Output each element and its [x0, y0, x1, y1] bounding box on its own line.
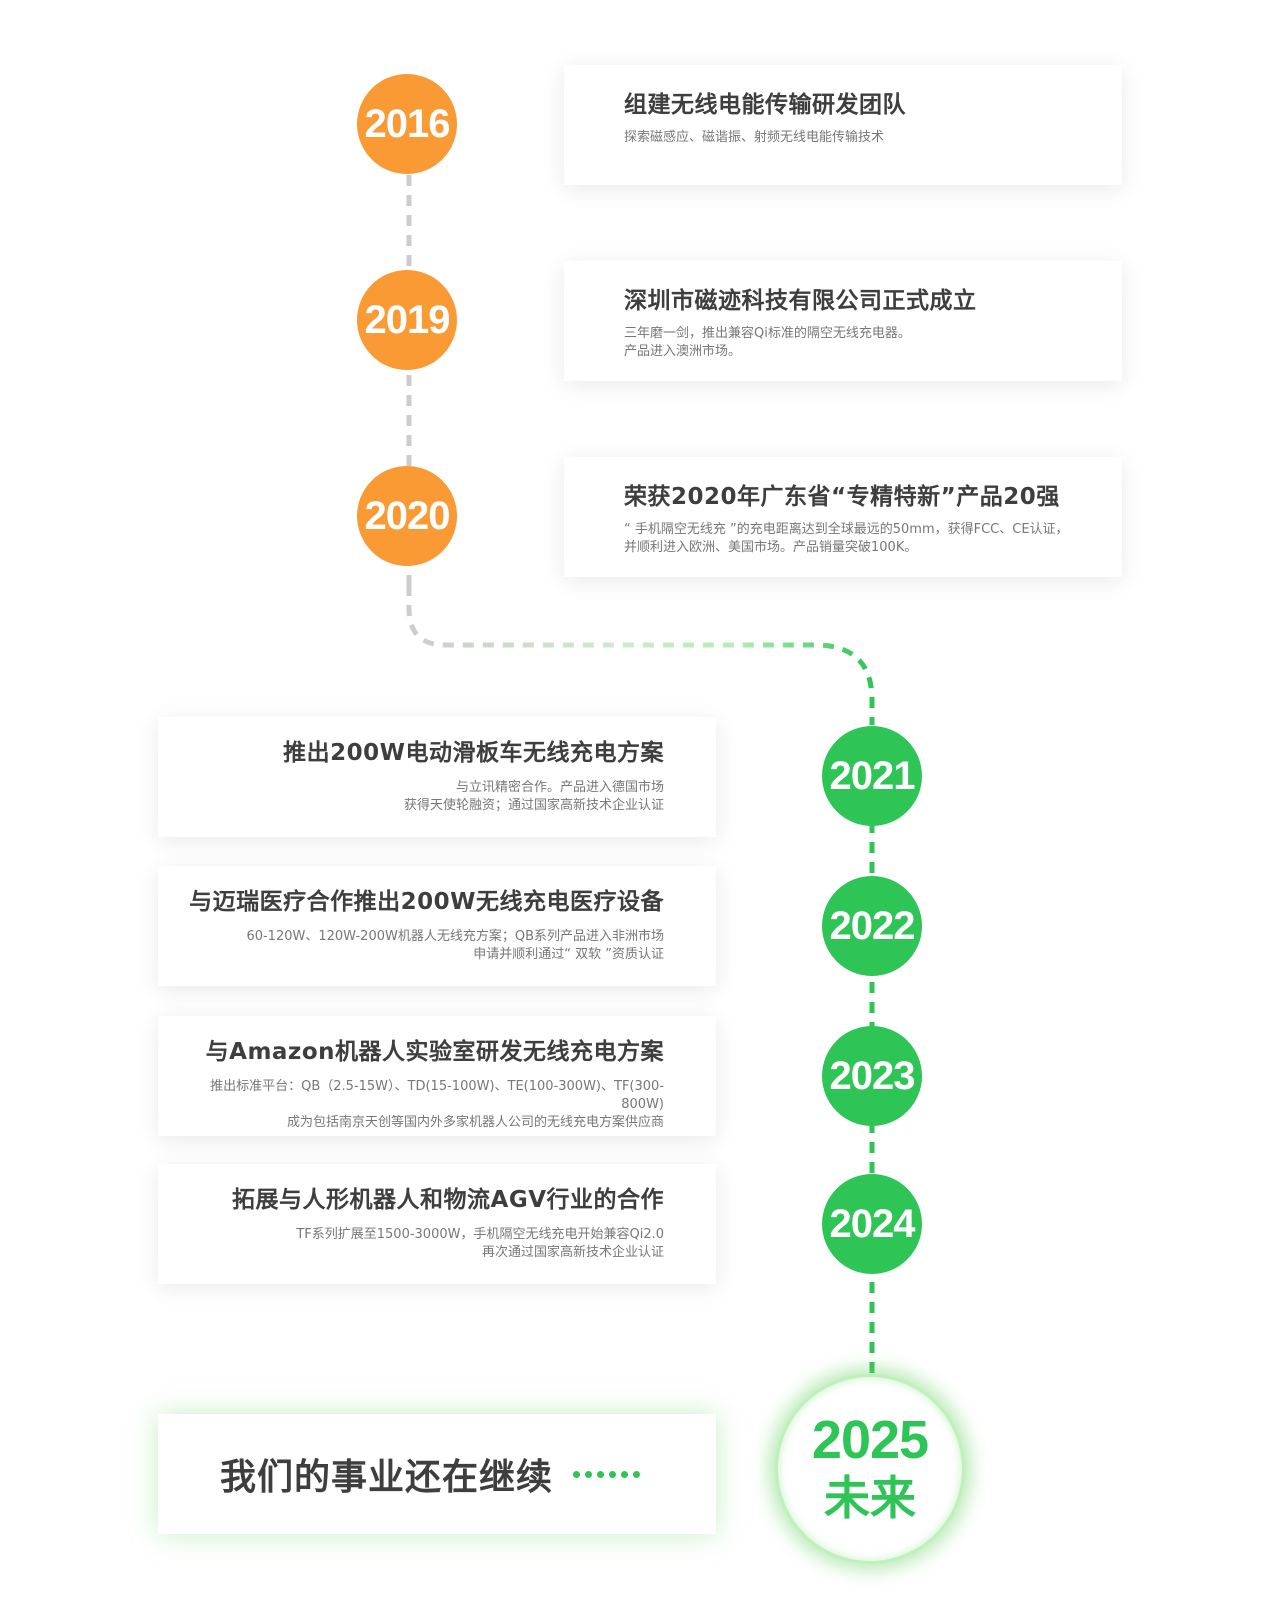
milestone-desc-line2: 申请并顺利通过“ 双软 ”资质认证 [473, 947, 664, 962]
milestone-desc-line1: 探索磁感应、磁谐振、射频无线电能传输技术 [624, 130, 885, 145]
milestone-desc-line2: 并顺利进入欧洲、美国市场。产品销量突破100K。 [624, 540, 918, 555]
milestone-title: 组建无线电能传输研发团队 [624, 92, 906, 118]
transition-curve [406, 585, 875, 725]
year-circle-2021: 2021 [822, 726, 922, 826]
future-text: 我们的事业还在继续 [220, 1457, 554, 1498]
milestone-card-2024: 拓展与人形机器人和物流AGV行业的合作 TF系列扩展至1500-3000W，手机… [158, 1164, 716, 1284]
year-circle-2022: 2022 [822, 876, 922, 976]
milestone-card-2023: 与Amazon机器人实验室研发无线充电方案 推出标准平台：QB（2.5-15W）… [158, 1016, 716, 1136]
year-circle-2020: 2020 [357, 466, 457, 566]
milestone-card-2019: 深圳市磁迹科技有限公司正式成立 三年磨一剑，推出兼容Qi标准的隔空无线充电器。 … [564, 261, 1122, 381]
milestone-title: 拓展与人形机器人和物流AGV行业的合作 [232, 1187, 664, 1213]
ellipsis-dots-icon [573, 1470, 641, 1478]
milestone-title: 推出200W电动滑板车无线充电方案 [283, 740, 664, 766]
milestone-card-2021: 推出200W电动滑板车无线充电方案 与立讯精密合作。产品进入德国市场 获得天使轮… [158, 717, 716, 837]
milestone-desc-line1: TF系列扩展至1500-3000W，手机隔空无线充电开始兼容Qi2.0 [296, 1227, 664, 1242]
future-circle: 2025 未来 [775, 1374, 965, 1564]
year-circle-2024: 2024 [822, 1174, 922, 1274]
future-year: 2025 [811, 1410, 929, 1470]
milestone-card-2020: 荣获2020年广东省“专精特新”产品20强 “ 手机隔空无线充 ”的充电距离达到… [564, 457, 1122, 577]
year-circle-2016: 2016 [357, 74, 457, 174]
future-label: 未来 [824, 1471, 916, 1525]
milestone-desc-line2: 产品进入澳洲市场。 [624, 344, 742, 359]
milestone-title: 荣获2020年广东省“专精特新”产品20强 [624, 484, 1060, 510]
year-circle-2019: 2019 [357, 270, 457, 370]
year-circle-2023: 2023 [822, 1026, 922, 1126]
milestone-desc-line2: 再次通过国家高新技术企业认证 [481, 1245, 664, 1260]
milestone-desc-line2: 成为包括南京天创等国内外多家机器人公司的无线充电方案供应商 [286, 1115, 664, 1130]
milestone-desc-line2: 获得天使轮融资；通过国家高新技术企业认证 [403, 798, 664, 813]
milestone-desc-line1: 三年磨一剑，推出兼容Qi标准的隔空无线充电器。 [624, 326, 911, 341]
milestone-card-2022: 与迈瑞医疗合作推出200W无线充电医疗设备 60-120W、120W-200W机… [158, 866, 716, 986]
milestone-title: 深圳市磁迹科技有限公司正式成立 [624, 288, 977, 314]
milestone-desc-line1: 推出标准平台：QB（2.5-15W）、TD(15-100W)、TE(100-30… [210, 1079, 664, 1112]
milestone-desc-line1: 与立讯精密合作。产品进入德国市场 [455, 780, 664, 795]
milestone-title: 与迈瑞医疗合作推出200W无线充电医疗设备 [189, 889, 664, 915]
milestone-desc-line1: “ 手机隔空无线充 ”的充电距离达到全球最远的50mm，获得FCC、CE认证， [624, 522, 1069, 537]
milestone-card-2016: 组建无线电能传输研发团队 探索磁感应、磁谐振、射频无线电能传输技术 [564, 65, 1122, 185]
future-card: 我们的事业还在继续 [158, 1414, 716, 1534]
milestone-title: 与Amazon机器人实验室研发无线充电方案 [205, 1039, 664, 1065]
milestone-desc-line1: 60-120W、120W-200W机器人无线充方案；QB系列产品进入非洲市场 [246, 929, 664, 944]
